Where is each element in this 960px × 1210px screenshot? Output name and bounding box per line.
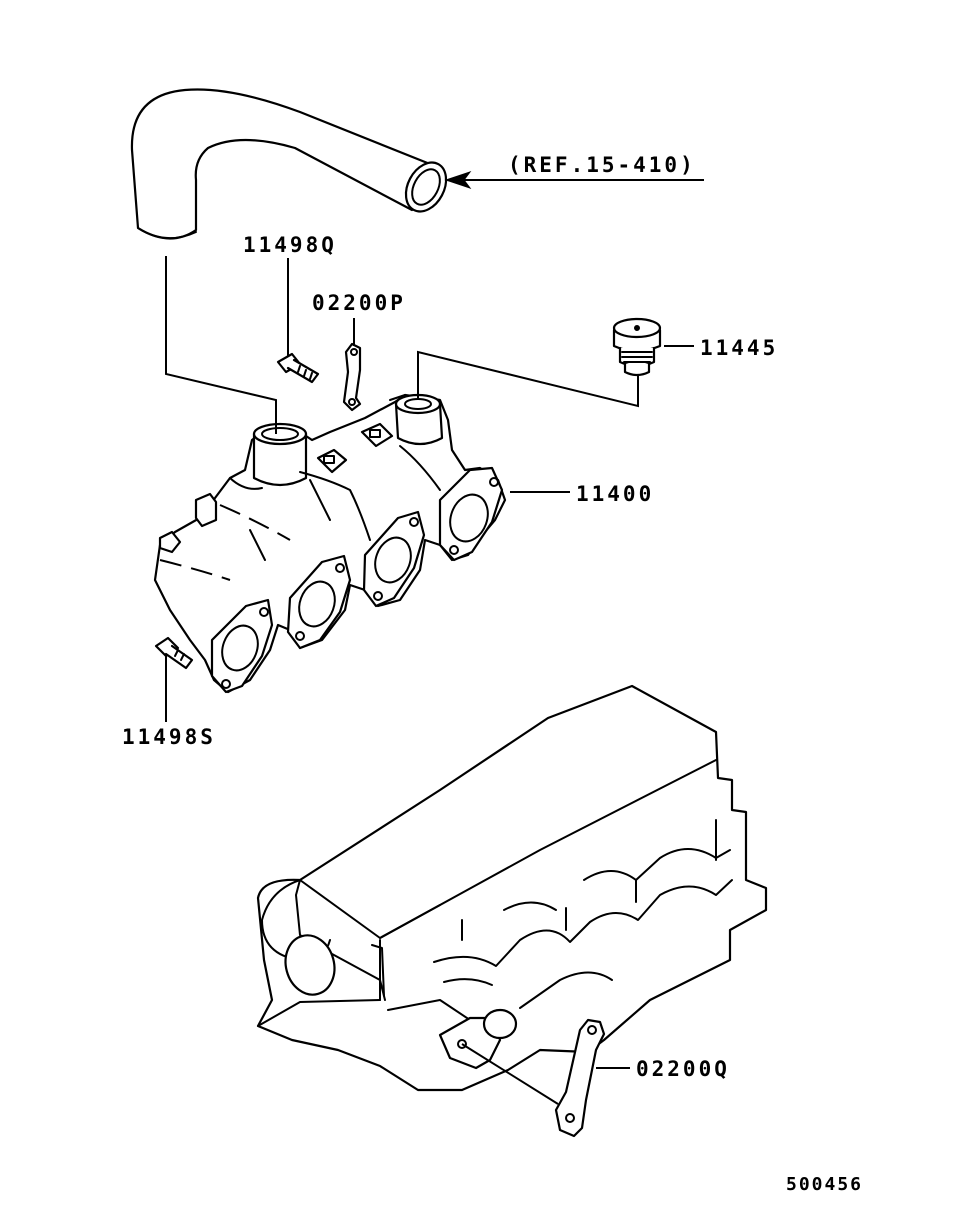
bolt-bottom-label: 11498S xyxy=(122,725,216,749)
bracket-02200Q xyxy=(554,1018,606,1138)
bolt-11498S xyxy=(154,636,194,670)
bracket-top-label: 02200P xyxy=(312,291,406,315)
manifold-11400 xyxy=(153,393,507,694)
diagram-number: 500456 xyxy=(786,1174,863,1195)
bracket-bottom-label: 02200Q xyxy=(636,1057,730,1081)
plug-label: 11445 xyxy=(700,336,778,360)
bracket-02200P xyxy=(342,342,362,412)
ref-label: (REF.15-410) xyxy=(508,153,696,177)
plug-11445 xyxy=(612,317,662,377)
leader-lines xyxy=(165,171,704,1105)
bolt-11498Q xyxy=(276,352,320,384)
manifold-label: 11400 xyxy=(576,482,654,506)
cylinder-head xyxy=(256,684,768,1092)
bolt-top-label: 11498Q xyxy=(243,233,337,257)
coolant-hose xyxy=(130,88,448,240)
